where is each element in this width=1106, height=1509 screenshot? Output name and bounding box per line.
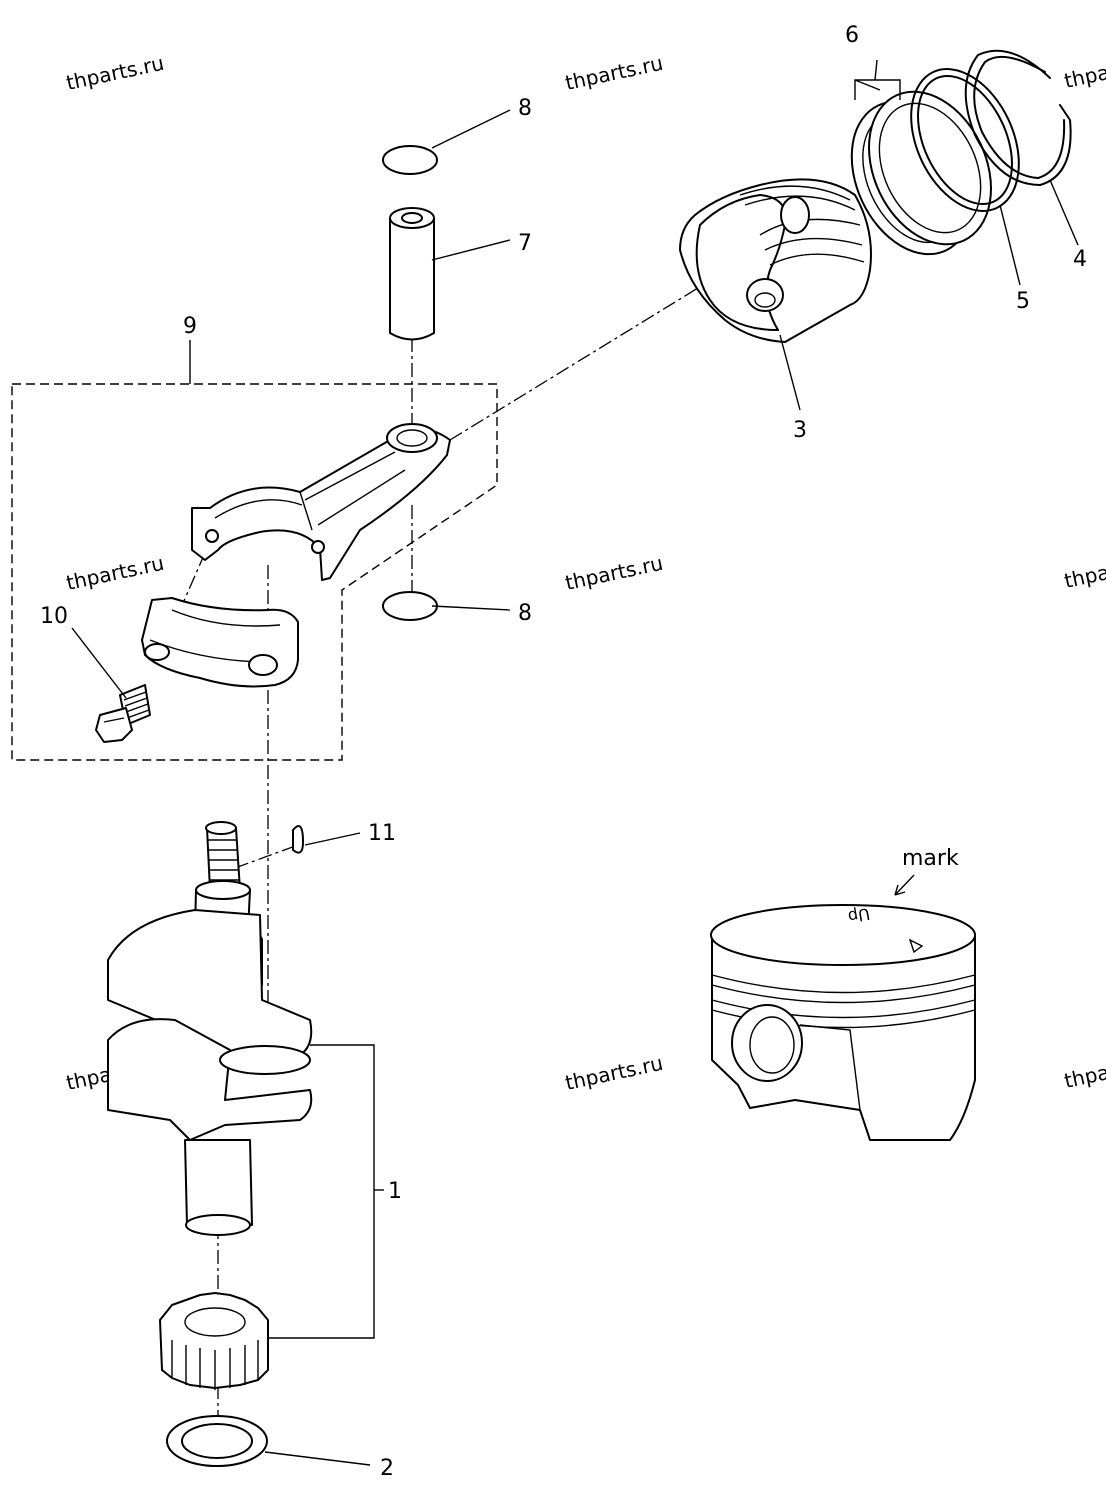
oil-ring bbox=[850, 90, 992, 256]
triangle-mark-icon bbox=[908, 938, 924, 954]
callout-rod-bolt: 10 bbox=[40, 604, 68, 629]
piston-crown-up-mark: Up bbox=[847, 904, 872, 927]
watermark: thparts.ru bbox=[563, 51, 665, 95]
watermark: thparts.ru bbox=[563, 1051, 665, 1095]
connecting-rod-bolt bbox=[95, 684, 151, 743]
watermark-partial: thpa bbox=[1062, 60, 1106, 93]
callout-pin-clip-bottom: 8 bbox=[518, 601, 532, 626]
crankshaft bbox=[107, 821, 313, 1236]
callout-oil-ring: 6 bbox=[845, 23, 859, 48]
callout-pin-clip-top: 8 bbox=[518, 96, 532, 121]
piston-pin bbox=[389, 207, 435, 341]
top-ring bbox=[964, 49, 1072, 186]
callout-second-ring: 5 bbox=[1016, 289, 1030, 314]
callout-connecting-rod-assy: 9 bbox=[183, 314, 197, 339]
callout-thrust-washer: 2 bbox=[380, 1456, 394, 1481]
callout-woodruff-key: 11 bbox=[368, 821, 396, 846]
piston-pin-clip-top bbox=[382, 145, 438, 175]
watermark: thparts.ru bbox=[64, 51, 166, 95]
piston-pin-clip-bottom bbox=[382, 591, 438, 621]
watermark-partial: thpa bbox=[1062, 1060, 1106, 1093]
callouts: 1 2 3 4 5 6 7 8 8 9 10 11 bbox=[40, 23, 1087, 1481]
connecting-rod-assembly-outline bbox=[11, 383, 498, 761]
connecting-rod-cap bbox=[141, 597, 299, 688]
piston-detail: Up bbox=[710, 904, 976, 1141]
connecting-rod bbox=[191, 423, 451, 581]
piston bbox=[679, 178, 872, 343]
watermark: thparts.ru bbox=[563, 551, 665, 595]
leader-lines bbox=[71, 59, 1079, 1466]
woodruff-key bbox=[292, 825, 304, 854]
callout-piston: 3 bbox=[793, 418, 807, 443]
callout-piston-pin: 7 bbox=[518, 231, 532, 256]
callout-top-ring: 4 bbox=[1073, 247, 1087, 272]
thrust-washer bbox=[166, 1415, 268, 1467]
assembly-center-lines bbox=[179, 249, 761, 1440]
second-ring bbox=[910, 68, 1020, 212]
crank-gear bbox=[159, 1292, 269, 1390]
callout-crankshaft: 1 bbox=[388, 1179, 402, 1204]
mark-label: mark bbox=[902, 846, 959, 871]
watermark-partial: thpa bbox=[1062, 560, 1106, 593]
watermark: thparts.ru bbox=[64, 551, 166, 595]
